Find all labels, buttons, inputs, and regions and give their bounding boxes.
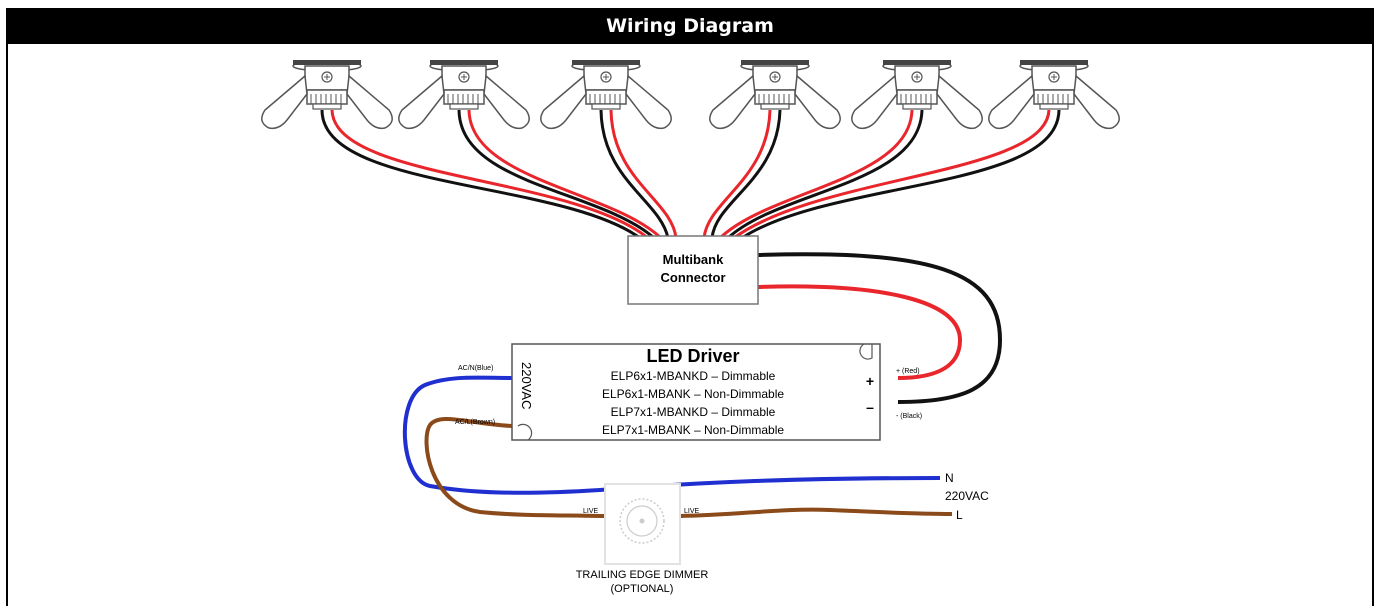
ac-l-label: AC/L(Brown) <box>455 419 495 426</box>
mains-voltage-label: 220VAC <box>945 489 989 503</box>
trailing-edge-dimmer <box>604 483 681 565</box>
dimmer-label-line1: TRAILING EDGE DIMMER <box>576 569 709 581</box>
live-label: L <box>956 508 963 522</box>
driver-plus-sign: + <box>866 373 874 389</box>
connector-label-line1: Multibank <box>663 252 724 267</box>
downlight-2 <box>398 59 530 130</box>
dimmer-label-line2: (OPTIONAL) <box>611 583 674 595</box>
brown-live-wire-out <box>679 507 953 518</box>
downlight-1 <box>261 59 393 130</box>
minus-black-label: - (Black) <box>896 413 922 420</box>
led-driver <box>511 343 881 441</box>
fixture-leads <box>320 109 1061 240</box>
brown-live-wire-in <box>424 417 606 518</box>
driver-input-label: 220VAC <box>519 362 534 409</box>
driver-title: LED Driver <box>646 346 739 366</box>
driver-notch-bottom <box>517 423 533 441</box>
driver-minus-sign: – <box>866 399 874 415</box>
plus-red-label: + (Red) <box>896 368 920 375</box>
neutral-label: N <box>945 471 954 485</box>
blue-neutral-wire <box>402 375 941 495</box>
connector-label-line2: Connector <box>661 270 726 285</box>
dimmer-live-in-label: LIVE <box>583 508 599 515</box>
page-title: Wiring Diagram <box>6 8 1374 44</box>
diagram-border <box>6 44 1374 606</box>
downlight-4 <box>709 59 841 130</box>
red-output-wire <box>757 284 963 380</box>
dimmer-knob-icon <box>619 498 665 544</box>
driver-model-4: ELP7x1-MBANK – Non-Dimmable <box>602 423 784 437</box>
driver-model-2: ELP6x1-MBANK – Non-Dimmable <box>602 387 784 401</box>
ac-n-label: AC/N(Blue) <box>458 365 493 372</box>
driver-model-1: ELP6x1-MBANKD – Dimmable <box>611 369 776 383</box>
downlight-6 <box>988 59 1120 130</box>
multibank-connector <box>627 235 759 305</box>
dimmer-live-out-label: LIVE <box>684 508 700 515</box>
driver-model-3: ELP7x1-MBANKD – Dimmable <box>611 405 776 419</box>
driver-notch-top <box>859 343 873 360</box>
downlight-5 <box>851 59 983 130</box>
downlight-3 <box>540 59 672 130</box>
black-output-wire <box>757 252 1003 404</box>
